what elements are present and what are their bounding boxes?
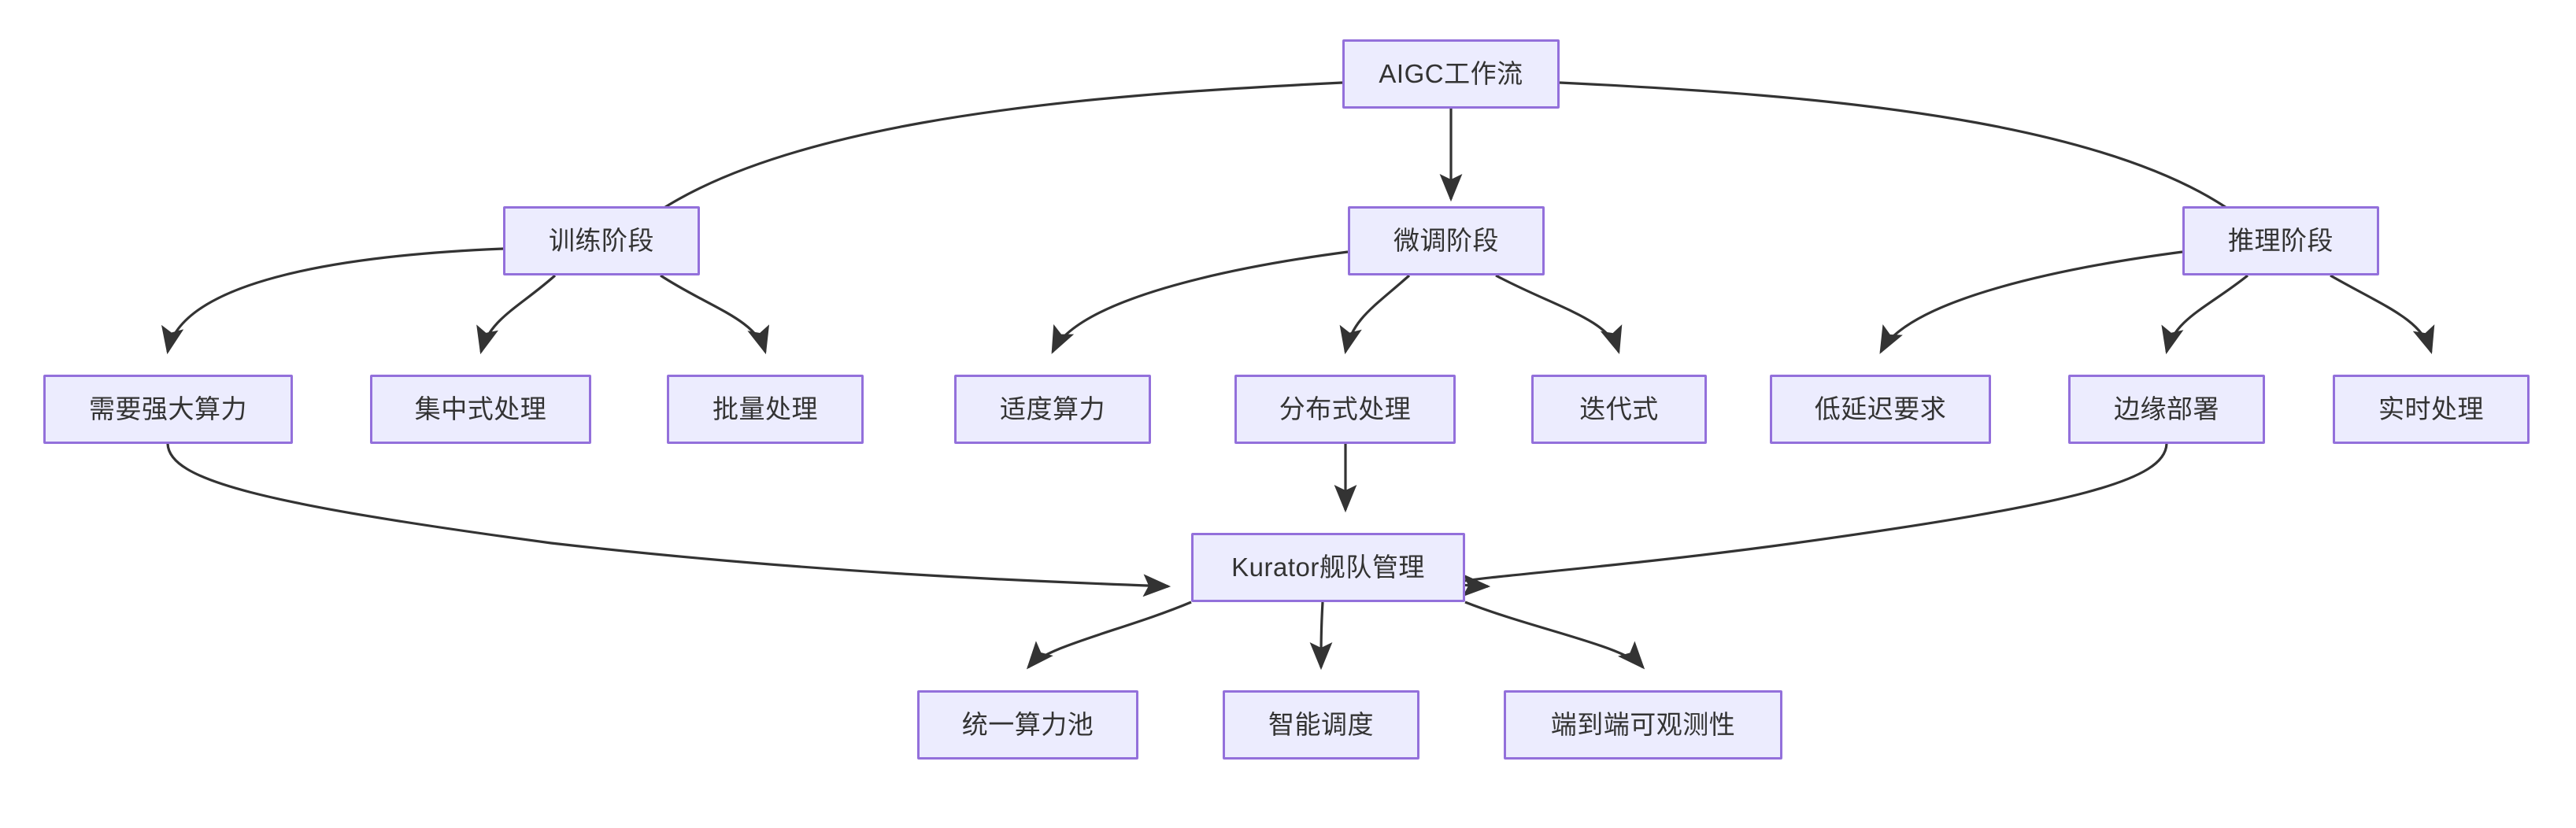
edge-train-to-leaf2: [476, 274, 557, 355]
node-leaf9[interactable]: 实时处理: [2333, 375, 2530, 444]
edge-finetune-to-leaf6: [1495, 274, 1623, 355]
edge-root-to-train: [601, 81, 1343, 264]
edge-root-to-inference: [1559, 81, 2285, 264]
node-root[interactable]: AIGC工作流: [1342, 39, 1560, 109]
node-label-leaf4: 适度算力: [1000, 394, 1105, 424]
edge-inference-to-leaf7: [1879, 250, 2183, 354]
node-label-leaf2: 集中式处理: [414, 394, 547, 424]
node-inference[interactable]: 推理阶段: [2182, 206, 2379, 275]
edge-train-to-leaf1: [161, 247, 504, 355]
node-leaf4[interactable]: 适度算力: [954, 375, 1151, 444]
edge-finetune-to-leaf4: [1051, 250, 1349, 354]
node-label-observe: 端到端可观测性: [1550, 710, 1736, 740]
node-kurator[interactable]: Kurator舰队管理: [1191, 533, 1465, 602]
edge-kurator-to-schedule: [1309, 601, 1333, 671]
node-label-root: AIGC工作流: [1379, 59, 1523, 89]
node-finetune[interactable]: 微调阶段: [1348, 206, 1545, 275]
node-label-schedule: 智能调度: [1268, 710, 1374, 740]
edge-inference-to-leaf8: [2161, 274, 2248, 355]
node-label-leaf1: 需要强大算力: [89, 394, 247, 424]
node-label-leaf5: 分布式处理: [1279, 394, 1412, 424]
edge-kurator-to-pool: [1026, 601, 1192, 670]
node-label-finetune: 微调阶段: [1393, 226, 1499, 256]
node-label-pool: 统一算力池: [961, 710, 1094, 740]
node-pool[interactable]: 统一算力池: [917, 690, 1138, 760]
node-leaf2[interactable]: 集中式处理: [370, 375, 591, 444]
node-leaf6[interactable]: 迭代式: [1531, 375, 1707, 444]
node-label-leaf8: 边缘部署: [2114, 394, 2219, 424]
node-label-train: 训练阶段: [549, 226, 654, 256]
node-leaf3[interactable]: 批量处理: [667, 375, 864, 444]
node-train[interactable]: 训练阶段: [503, 206, 700, 275]
node-schedule[interactable]: 智能调度: [1223, 690, 1419, 760]
node-label-leaf9: 实时处理: [2378, 394, 2484, 424]
node-label-leaf6: 迭代式: [1579, 394, 1659, 424]
edge-leaf8-to-kurator: [1454, 443, 2168, 597]
node-leaf1[interactable]: 需要强大算力: [43, 375, 293, 444]
node-leaf5[interactable]: 分布式处理: [1234, 375, 1456, 444]
node-label-kurator: Kurator舰队管理: [1231, 553, 1425, 582]
node-leaf7[interactable]: 低延迟要求: [1770, 375, 1991, 444]
edge-finetune-to-leaf5: [1339, 274, 1411, 355]
node-label-inference: 推理阶段: [2228, 226, 2334, 256]
edge-leaf1-to-kurator: [166, 443, 1171, 597]
node-observe[interactable]: 端到端可观测性: [1504, 690, 1782, 760]
edge-train-to-leaf3: [660, 274, 770, 355]
edge-inference-to-leaf9: [2330, 274, 2435, 355]
node-label-leaf7: 低延迟要求: [1814, 394, 1947, 424]
node-label-leaf3: 批量处理: [712, 394, 818, 424]
edge-kurator-to-observe: [1464, 601, 1645, 670]
node-leaf8[interactable]: 边缘部署: [2068, 375, 2265, 444]
